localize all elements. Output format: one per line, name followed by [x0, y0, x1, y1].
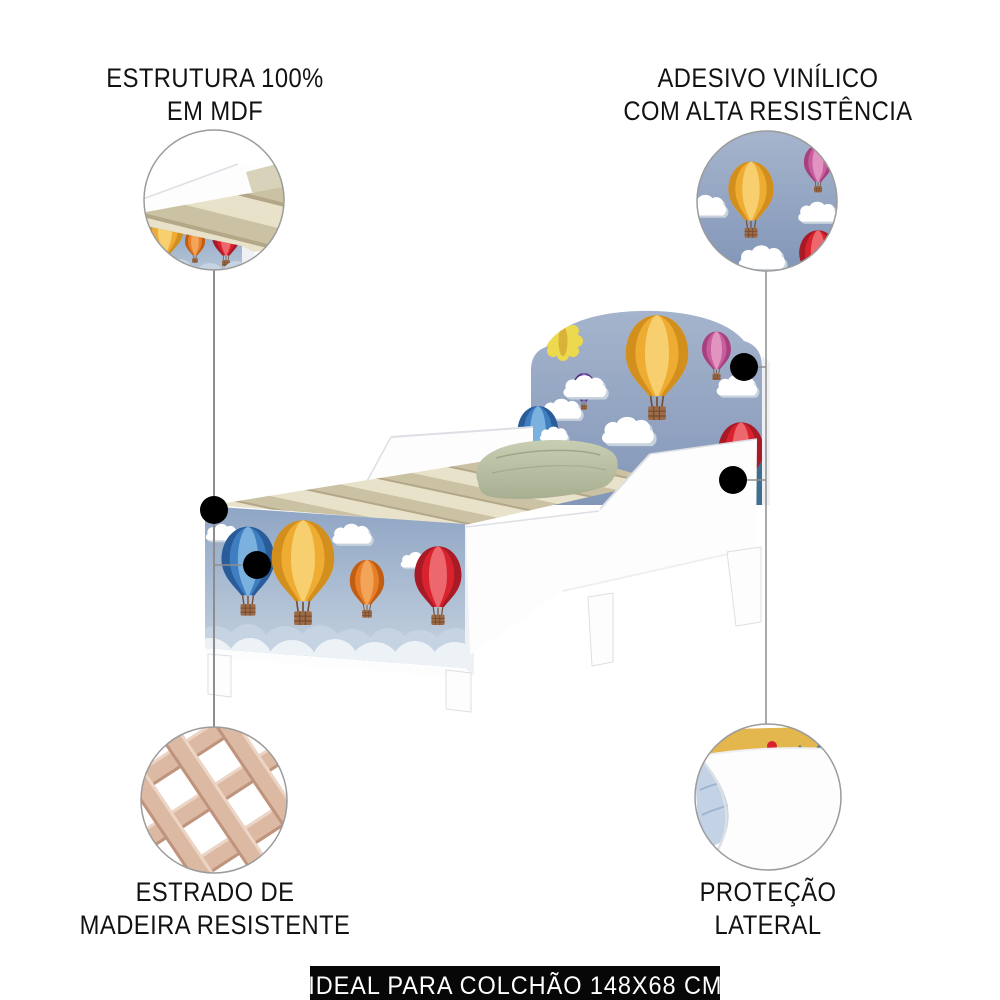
label-sticker: ADESIVO VINÍLICO COM ALTA RESISTÊNCIA [610, 62, 927, 128]
callout-dot-protection [719, 466, 747, 494]
label-protection: PROTEÇÃO LATERAL [610, 876, 927, 942]
callout-circle-protection [694, 723, 842, 871]
head-leg [726, 546, 762, 627]
label-protection-line1: PROTEÇÃO [699, 877, 837, 907]
footboard [205, 506, 474, 713]
callout-dot-sticker [730, 353, 758, 381]
pillow [476, 439, 618, 499]
mattress-size-text: IDEAL PARA COLCHÃO 148X68 CM [307, 971, 723, 1000]
label-slats-line1: ESTRADO DE [135, 877, 295, 907]
label-structure: ESTRUTURA 100% EM MDF [57, 62, 374, 128]
cloud-icon [716, 310, 756, 318]
lateral-protection-rail [562, 438, 762, 627]
label-structure-line2: EM MDF [166, 96, 264, 126]
middle-leg [587, 592, 614, 667]
callout-circle-sticker [696, 130, 838, 272]
footboard-leg [445, 669, 472, 713]
callout-circle-slats [140, 726, 288, 874]
callout-dots [200, 353, 758, 579]
footboard-leg [207, 653, 232, 698]
label-structure-line1: ESTRUTURA 100% [106, 63, 324, 93]
callout-dot-slats [243, 551, 271, 579]
mattress-size-banner: IDEAL PARA COLCHÃO 148X68 CM [307, 966, 723, 1000]
label-slats: ESTRADO DE MADEIRA RESISTENTE [57, 876, 374, 942]
callout-dot-structure [200, 496, 228, 524]
label-protection-line2: LATERAL [714, 910, 822, 940]
bed [205, 310, 770, 713]
callout-circle-structure [143, 129, 285, 271]
label-slats-line2: MADEIRA RESISTENTE [79, 910, 351, 940]
wood-slats-cross [141, 727, 287, 873]
label-sticker-line2: COM ALTA RESISTÊNCIA [623, 96, 913, 126]
side-rail-low [465, 510, 614, 667]
headboard-sun [543, 321, 583, 361]
label-sticker-line1: ADESIVO VINÍLICO [657, 63, 879, 93]
